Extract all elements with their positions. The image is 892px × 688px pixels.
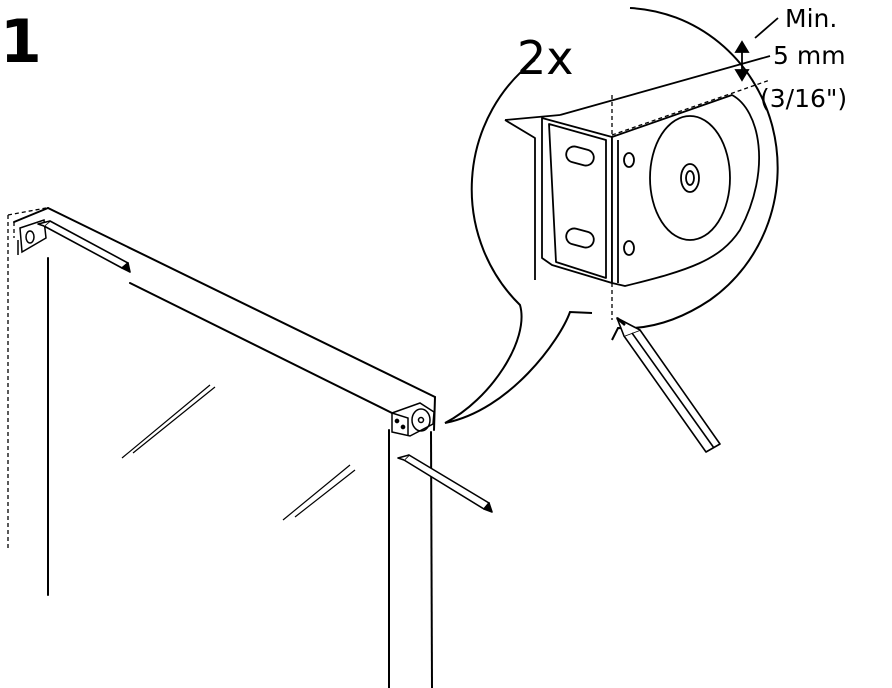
dimension-guides bbox=[611, 79, 771, 320]
zoom-callout-bubble bbox=[444, 7, 779, 424]
quantity-label: 2x bbox=[517, 31, 574, 85]
dimension-value-label: 5 mm bbox=[773, 41, 846, 70]
dashed-guide-left bbox=[7, 207, 47, 550]
dimension-inch-label: (3/16") bbox=[760, 84, 847, 113]
bracket-top-left bbox=[17, 218, 47, 255]
panel-top-edge bbox=[47, 207, 436, 398]
dimension-arrow-icon bbox=[734, 17, 779, 82]
pencil-top-left-icon bbox=[37, 220, 131, 273]
dimension-min-label: Min. bbox=[785, 4, 837, 33]
pencil-lower-icon bbox=[397, 454, 493, 513]
bracket-detail bbox=[504, 55, 771, 287]
panel-front-top-edge bbox=[129, 282, 393, 414]
pencil-zoom-icon bbox=[616, 317, 721, 453]
step-number: 1 bbox=[0, 7, 42, 77]
cabinet-panel bbox=[13, 207, 436, 688]
bracket-right-corner bbox=[391, 402, 435, 437]
panel-top-back-edge bbox=[13, 207, 49, 223]
glass-reflection-lines bbox=[121, 384, 356, 521]
